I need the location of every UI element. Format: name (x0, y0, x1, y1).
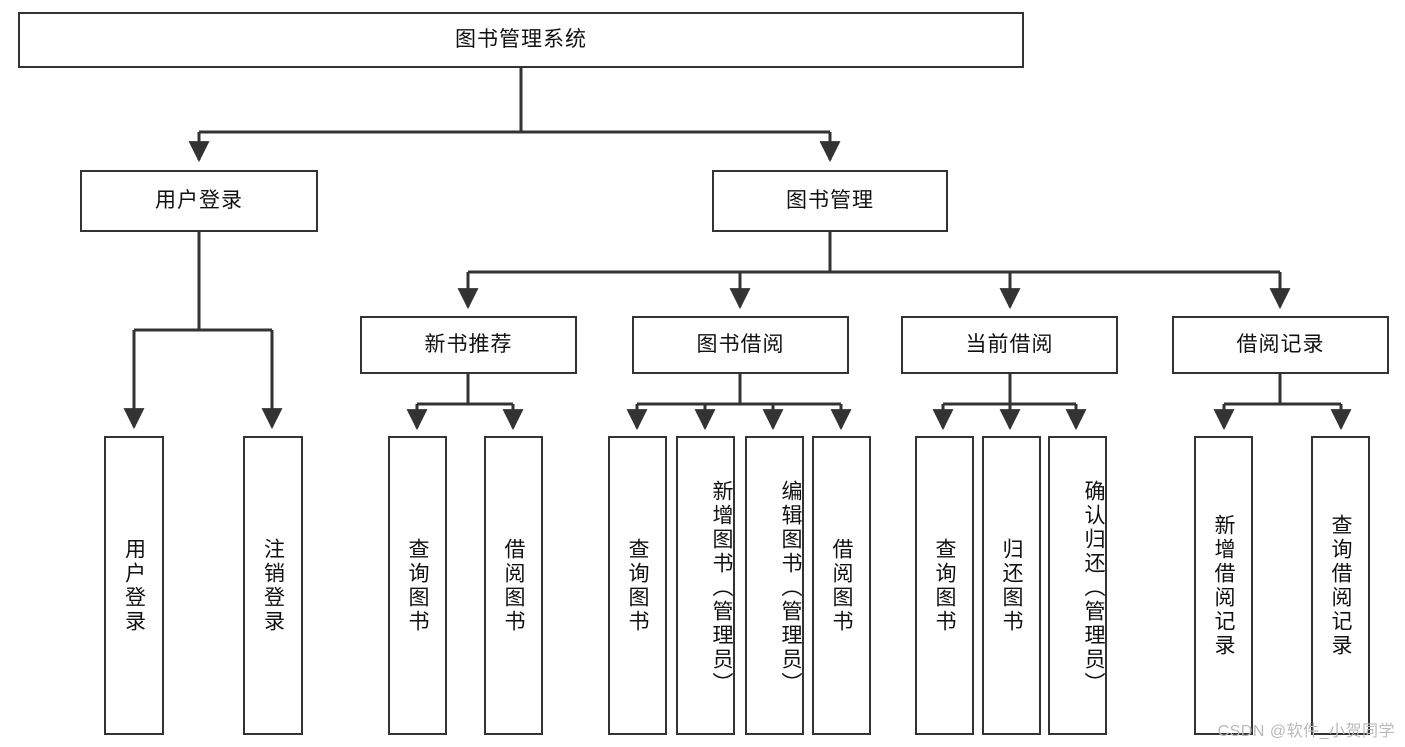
node-leaf-return-book[interactable]: 归还图书 (982, 436, 1041, 735)
node-leaf-confirm-return[interactable]: 确认归还（管理员） (1048, 436, 1107, 735)
node-leaf-edit-book[interactable]: 编辑图书（管理员） (745, 436, 804, 735)
node-root[interactable]: 图书管理系统 (18, 12, 1024, 68)
node-leaf-borrow-book-2[interactable]: 借阅图书 (812, 436, 871, 735)
node-leaf-query-book-3[interactable]: 查询图书 (915, 436, 974, 735)
node-leaf-user-login[interactable]: 用户登录 (104, 436, 164, 735)
node-leaf-query-book-2[interactable]: 查询图书 (608, 436, 667, 735)
node-leaf-query-record[interactable]: 查询借阅记录 (1311, 436, 1370, 735)
node-leaf-query-book-1[interactable]: 查询图书 (388, 436, 447, 735)
node-current-borrow[interactable]: 当前借阅 (901, 316, 1118, 374)
node-user-login[interactable]: 用户登录 (80, 170, 318, 232)
node-new-book-recommend[interactable]: 新书推荐 (360, 316, 577, 374)
node-borrow-record[interactable]: 借阅记录 (1172, 316, 1389, 374)
node-leaf-add-book[interactable]: 新增图书（管理员） (676, 436, 735, 735)
csdn-watermark: CSDN @软件_小贺同学 (1217, 723, 1395, 740)
node-book-borrow[interactable]: 图书借阅 (632, 316, 849, 374)
node-leaf-add-record[interactable]: 新增借阅记录 (1194, 436, 1253, 735)
node-leaf-borrow-book-1[interactable]: 借阅图书 (484, 436, 543, 735)
node-leaf-user-logout[interactable]: 注销登录 (243, 436, 303, 735)
node-book-manage[interactable]: 图书管理 (712, 170, 948, 232)
